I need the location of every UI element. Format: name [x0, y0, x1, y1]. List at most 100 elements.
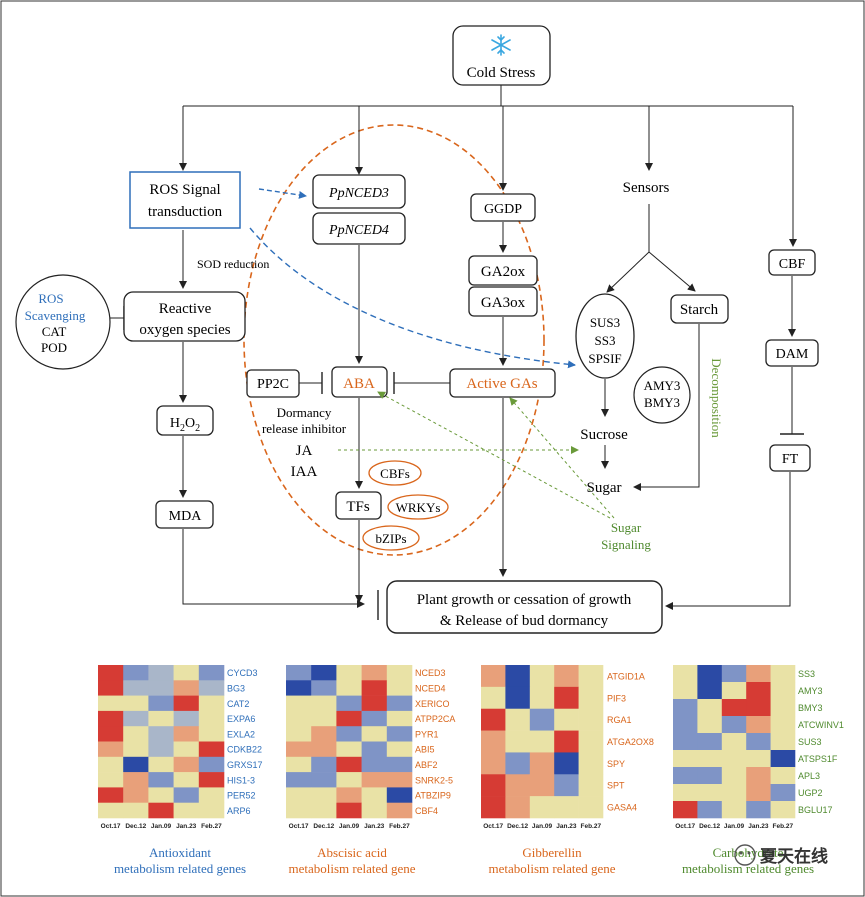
ros-species-label-1: Reactive	[159, 301, 212, 317]
heatmap-cell	[361, 802, 388, 819]
heatmap-cell	[770, 733, 796, 751]
dam-box	[765, 339, 819, 367]
heatmap-cell	[529, 774, 555, 797]
heatmap-cell	[98, 710, 124, 727]
heatmap-cell	[697, 784, 723, 802]
ga3ox-label: GA3ox	[481, 295, 526, 311]
heatmap-caption-line1: Abscisic acid	[317, 845, 387, 860]
heatmap-caption-line1: Gibberellin	[522, 845, 582, 860]
heatmap-gene-label: ATBZIP9	[415, 791, 451, 801]
heatmap-panel: NCED3NCED4XERICOATPP2CAPYR1ABI5ABF2SNRK2…	[286, 665, 455, 876]
heatmap-gene-label: AMY3	[798, 686, 823, 696]
ja-label: JA	[296, 443, 313, 459]
heatmap-cell	[481, 774, 506, 797]
heatmap-cell	[386, 665, 413, 681]
heatmap-cell	[697, 699, 723, 717]
heatmap-cell	[386, 680, 413, 696]
amy-bmy-circle	[633, 366, 691, 424]
heatmap-cell	[770, 767, 796, 785]
heatmap-column-label: Jan.09	[339, 823, 360, 830]
heatmap-cell	[336, 665, 362, 681]
starch-box	[670, 294, 729, 324]
starch-label: Starch	[680, 302, 719, 318]
heatmap-cell	[336, 741, 362, 758]
ppnced3-box	[312, 174, 406, 209]
heatmap-cell	[746, 733, 771, 751]
heatmap-cell	[673, 784, 698, 802]
heatmap-cell	[311, 665, 337, 681]
dotted-sugar-to-aba	[377, 391, 611, 519]
sensors-label: Sensors	[623, 180, 670, 196]
heatmap-gene-label: CYCD3	[227, 668, 258, 678]
heatmap-cell	[123, 787, 149, 803]
ros-scavenging-circle	[15, 274, 111, 370]
heatmap-cell	[286, 741, 312, 758]
cbfs-ellipse	[368, 460, 422, 486]
heatmap-cell	[721, 801, 747, 819]
ppnced4-box	[312, 212, 406, 245]
h2o2-box	[156, 405, 214, 436]
dormancy-label-2: release inhibitor	[262, 421, 347, 436]
heatmap-cell	[198, 710, 225, 727]
heatmap-gene-label: RGA1	[607, 715, 632, 725]
heatmap-cell	[173, 741, 200, 758]
heatmap-cell	[198, 741, 225, 758]
heatmap-cell	[505, 796, 531, 819]
heatmap-cell	[311, 787, 337, 803]
heatmap-gene-label: BGLU17	[798, 805, 833, 815]
heatmap-cell	[98, 726, 124, 742]
heatmap-cell	[286, 680, 312, 696]
heatmap-cell	[286, 772, 312, 788]
aba-label: ABA	[343, 376, 375, 392]
outcome-label-2: & Release of bud dormancy	[440, 613, 609, 629]
heatmap-cell	[529, 708, 555, 731]
sod-reduction-label: SOD reduction	[197, 257, 269, 271]
heatmap-column-label: Jan.23	[556, 823, 577, 830]
heatmap-gene-label: EXPA6	[227, 714, 255, 724]
reactive-oxygen-species-box	[123, 291, 246, 342]
heatmap-caption-line2: metabolism related genes	[114, 861, 246, 876]
bmy3-label: BMY3	[644, 395, 680, 410]
heatmap-caption-line2: metabolism related gene	[288, 861, 415, 876]
heatmap-gene-label: PYR1	[415, 729, 439, 739]
iaa-label: IAA	[291, 464, 318, 480]
heatmap-cell	[721, 682, 747, 700]
dotted-sugar-to-gas	[509, 397, 615, 519]
heatmap-cell	[505, 774, 531, 797]
heatmap-cell	[198, 665, 225, 681]
ft-label: FT	[782, 452, 799, 467]
heatmap-cell	[721, 716, 747, 734]
heatmap-cell	[311, 695, 337, 712]
heatmap-gene-label: PIF3	[607, 693, 626, 703]
heatmap-cell	[98, 695, 124, 712]
heatmap-cell	[148, 756, 174, 773]
heatmap-cell	[529, 796, 555, 819]
heatmap-cell	[173, 772, 200, 788]
heatmap-cell	[123, 680, 149, 696]
ros-signal-label-line2: transduction	[148, 204, 223, 220]
heatmap-cell	[578, 665, 604, 688]
dam-label: DAM	[776, 347, 809, 362]
hormone-region-ellipse	[243, 124, 545, 556]
heatmap-cell	[386, 772, 413, 788]
heatmap-gene-label: EXLA2	[227, 729, 255, 739]
heatmap-cell	[481, 752, 506, 775]
heatmap-gene-label: ATPP2CA	[415, 714, 455, 724]
heatmap-cell	[311, 710, 337, 727]
arrow-mda-to-outcome	[182, 529, 365, 608]
mda-box	[155, 500, 214, 529]
heatmap-cell	[770, 716, 796, 734]
heatmap-cell	[673, 801, 698, 819]
heatmap-cell	[336, 756, 362, 773]
heatmap-column-label: Dec.12	[125, 823, 146, 830]
heatmap-cell	[770, 699, 796, 717]
heatmap-caption-line2: metabolism related genes	[682, 861, 814, 876]
heatmap-cell	[286, 802, 312, 819]
ppnced4-label: PpNCED4	[328, 223, 389, 238]
heatmap-cell	[361, 741, 388, 758]
heatmap-cell	[721, 665, 747, 683]
wrkys-label: WRKYs	[396, 500, 441, 515]
ft-box	[769, 444, 811, 472]
amy3-label: AMY3	[644, 378, 681, 393]
